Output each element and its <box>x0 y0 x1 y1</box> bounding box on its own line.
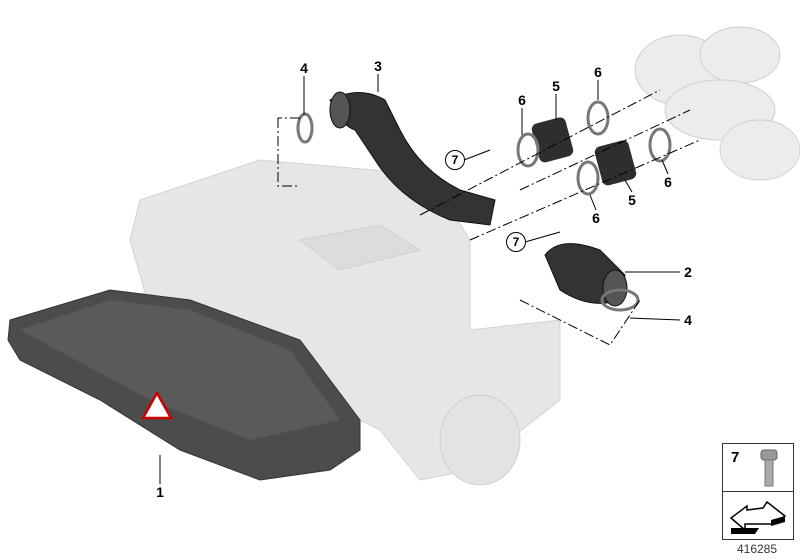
screw-icon <box>760 449 778 487</box>
sleeve-part-5b <box>594 140 637 186</box>
part-label-2: 2 <box>684 264 692 280</box>
clamps <box>296 100 672 312</box>
diagram-id-number: 416285 <box>736 542 778 556</box>
direction-arrow-icon <box>729 500 787 534</box>
turbocharger-ghost <box>634 26 800 181</box>
sleeve-part-5a <box>531 117 574 163</box>
part-label-6: 6 <box>664 174 672 190</box>
part-label-6: 6 <box>594 64 602 80</box>
hose-part-3 <box>329 92 496 226</box>
part-label-1: 1 <box>156 484 164 500</box>
part-label-6: 6 <box>518 92 526 108</box>
screw-legend-box: 7 <box>722 443 794 540</box>
assembly-lines <box>277 89 701 346</box>
legend-divider <box>723 491 793 492</box>
legend-part-number: 7 <box>731 449 740 466</box>
part-label-5: 5 <box>628 192 636 208</box>
part-label-7-circled: 7 <box>445 150 465 170</box>
part-label-6: 6 <box>592 210 600 226</box>
part-label-5: 5 <box>552 78 560 94</box>
part-label-7-circled: 7 <box>506 232 526 252</box>
part-label-4: 4 <box>684 312 692 328</box>
part-label-3: 3 <box>374 58 382 74</box>
part-label-4: 4 <box>300 60 308 76</box>
warning-triangle-icon <box>140 390 174 420</box>
leader-lines <box>159 74 681 484</box>
